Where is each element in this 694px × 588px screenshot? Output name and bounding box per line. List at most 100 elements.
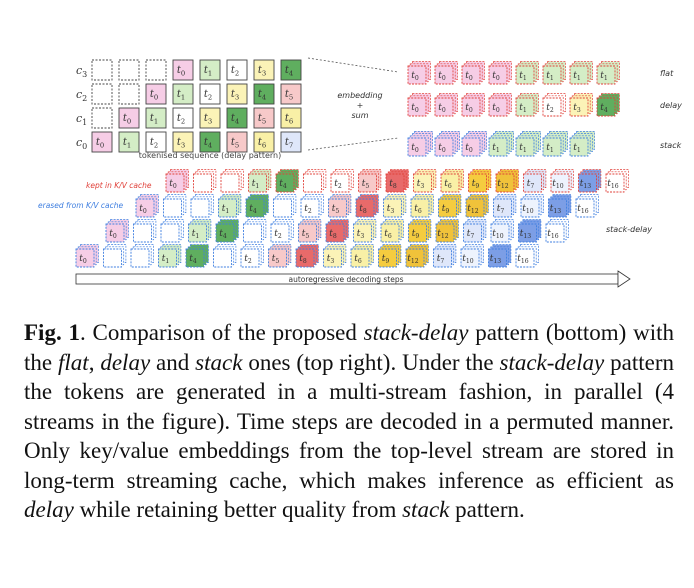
- token-subscript: 2: [550, 107, 554, 114]
- token-subscript: 5: [365, 183, 369, 190]
- token-text: t0: [79, 254, 87, 265]
- token-box: [323, 248, 342, 268]
- row-label-sub: 2: [82, 94, 87, 103]
- token-box: [407, 65, 427, 85]
- stack-delay-token: [133, 223, 152, 243]
- caption-part: flat: [58, 349, 89, 375]
- stack-delay-token: [303, 173, 322, 193]
- token-subscript: 13: [553, 208, 561, 215]
- token-box: [158, 248, 177, 268]
- embed-line: [307, 137, 399, 151]
- caption-part: pattern (bottom) with the: [24, 320, 674, 375]
- token-text: t6: [414, 204, 422, 215]
- token-subscript: 0: [154, 94, 158, 102]
- token-text: t3: [327, 254, 335, 265]
- grid-token: t3: [253, 59, 275, 81]
- token-subscript: 10: [496, 233, 504, 240]
- token-subscript: 1: [523, 147, 527, 154]
- token-text: t1: [573, 71, 581, 82]
- grid-token: t1: [118, 131, 140, 153]
- stack-delay-token: t5: [298, 223, 317, 243]
- stack-delay-token: [130, 248, 150, 268]
- stack-delay-token: t9: [438, 198, 457, 218]
- token-box: [380, 223, 400, 243]
- token-box: [199, 131, 221, 153]
- pattern-token: t0: [461, 137, 481, 157]
- stack-delay-token: t1: [188, 223, 207, 243]
- token-box: [465, 198, 485, 218]
- token-subscript: 9: [445, 208, 449, 215]
- stack-delay-token: t2: [240, 248, 260, 268]
- token-box: [434, 65, 454, 85]
- token-subscript: 6: [388, 233, 392, 240]
- grid-token: t1: [199, 59, 221, 81]
- token-text: t9: [382, 254, 390, 265]
- token-subscript: 8: [303, 258, 307, 265]
- token-subscript: 8: [393, 183, 397, 190]
- grid-token: [118, 83, 140, 105]
- pattern-token: t0: [434, 65, 454, 85]
- token-subscript: 1: [208, 70, 212, 78]
- grid-token: t2: [172, 107, 194, 129]
- token-subscript: 2: [278, 233, 282, 240]
- token-text: t12: [437, 229, 449, 240]
- grid-token: t4: [253, 83, 275, 105]
- token-box: [328, 198, 347, 218]
- token-subscript: 0: [83, 258, 87, 265]
- figure-caption: Fig. 1. Comparison of the proposed stack…: [24, 318, 674, 525]
- token-subscript: 7: [440, 258, 444, 265]
- token-box: [190, 198, 210, 218]
- stack-delay-token: t9: [468, 173, 487, 193]
- pattern-label: flat: [660, 69, 674, 78]
- token-text: t13: [550, 204, 562, 215]
- token-box: [488, 137, 508, 157]
- stack-delay-token: [103, 248, 122, 268]
- pattern-token: t0: [434, 137, 454, 157]
- token-box: [280, 83, 302, 105]
- token-subscript: 4: [283, 183, 287, 190]
- row-label: c1: [76, 112, 87, 127]
- token-box: [145, 131, 167, 153]
- token-box: [160, 223, 180, 243]
- token-text: t1: [573, 143, 581, 154]
- token-subscript: 6: [289, 118, 293, 126]
- token-subscript: 5: [262, 118, 266, 126]
- token-box: [378, 248, 397, 268]
- pattern-token: t3: [569, 97, 589, 117]
- token-text: t3: [258, 65, 266, 77]
- token-text: t0: [411, 143, 419, 154]
- grid-token: t1: [145, 107, 167, 129]
- stack-delay-token: t7: [493, 198, 512, 218]
- token-subscript: 0: [469, 107, 473, 114]
- token-box: [578, 173, 597, 193]
- token-subscript: 10: [466, 258, 474, 265]
- token-text: t0: [465, 143, 473, 154]
- token-subscript: 13: [493, 258, 501, 265]
- stack-delay-token: t1: [248, 173, 267, 193]
- token-box: [145, 59, 167, 81]
- token-box: [298, 223, 317, 243]
- token-box: [243, 223, 262, 243]
- token-box: [330, 173, 350, 193]
- stack-delay-token: t5: [268, 248, 287, 268]
- token-box: [410, 198, 430, 218]
- grid-caption: tokenised sequence (delay pattern): [139, 151, 281, 160]
- token-subscript: 4: [208, 142, 212, 150]
- token-subscript: 4: [262, 94, 266, 102]
- token-text: t4: [204, 137, 212, 149]
- token-text: t1: [546, 71, 554, 82]
- token-box: [542, 137, 562, 157]
- token-text: t13: [580, 179, 592, 190]
- token-subscript: 3: [208, 118, 212, 126]
- stack-delay-token: t10: [460, 248, 480, 268]
- token-subscript: 8: [363, 208, 367, 215]
- token-box: [542, 65, 562, 85]
- token-text: t1: [492, 143, 500, 154]
- token-box: [226, 131, 248, 153]
- token-subscript: 0: [113, 233, 117, 240]
- token-subscript: 4: [235, 118, 239, 126]
- token-subscript: 7: [289, 142, 293, 150]
- stack-delay-token: t1: [158, 248, 177, 268]
- stack-delay-token: [273, 198, 292, 218]
